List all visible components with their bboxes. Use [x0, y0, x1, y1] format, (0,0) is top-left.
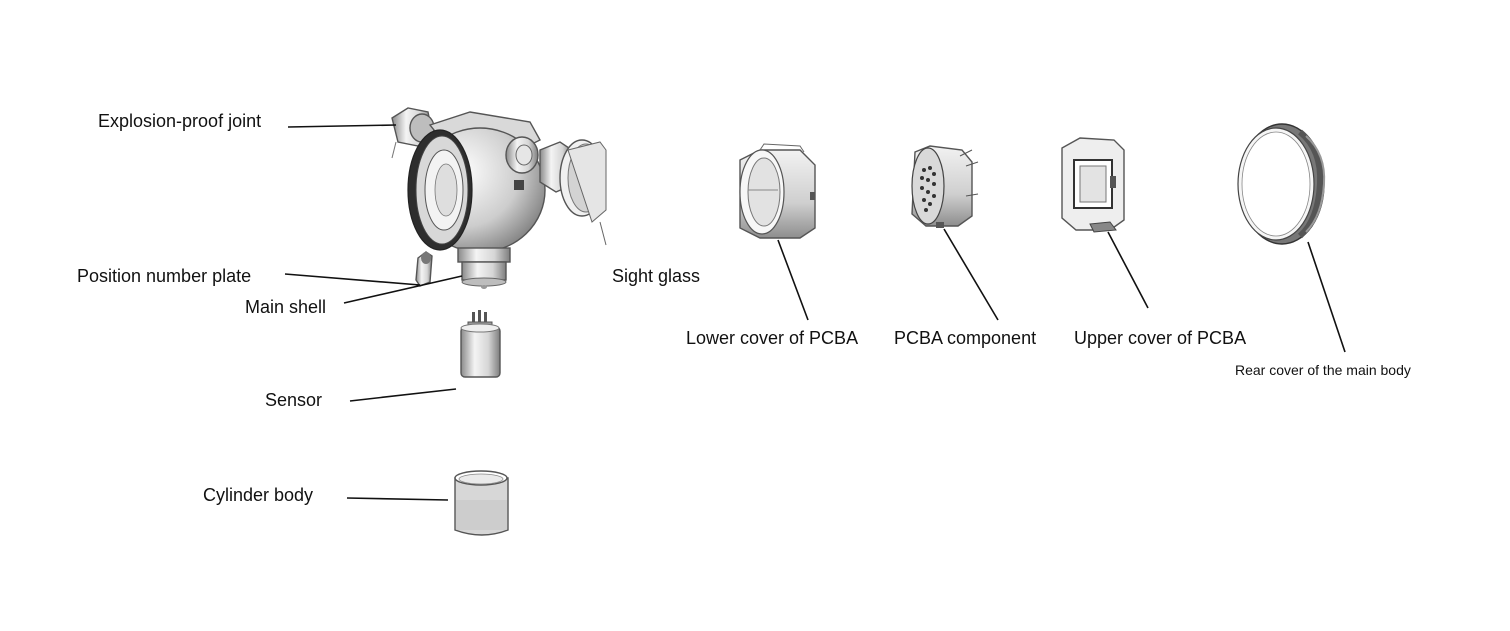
label-pcba-component: PCBA component	[894, 328, 1037, 348]
label-main-shell: Main shell	[245, 297, 327, 317]
cylinder-body-drawing	[454, 470, 509, 536]
rear-cover-main-body-drawing	[1237, 123, 1326, 245]
label-explosion-proof-joint: Explosion-proof joint	[98, 111, 262, 131]
upper-cover-pcba-drawing	[1061, 137, 1125, 233]
label-sight-glass: Sight glass	[612, 266, 701, 286]
sight-glass-drawing	[539, 139, 607, 246]
leader-main-shell	[343, 275, 463, 304]
label-position-number-plate: Position number plate	[77, 266, 252, 286]
leader-position-number-plate	[284, 273, 421, 286]
leader-sensor	[349, 388, 457, 402]
label-rear-cover-main-body: Rear cover of the main body	[1235, 362, 1411, 378]
sensor-drawing	[460, 310, 501, 378]
label-lower-cover-pcba: Lower cover of PCBA	[686, 328, 859, 348]
leader-cylinder-body	[346, 497, 449, 501]
leader-pcba-component	[943, 228, 999, 321]
label-cylinder-body: Cylinder body	[203, 485, 314, 505]
position-number-plate-drawing	[415, 251, 433, 287]
main-shell-drawing	[391, 107, 546, 289]
leader-lower-cover-pcba	[777, 239, 809, 321]
leader-upper-cover-pcba	[1107, 231, 1149, 309]
label-sensor: Sensor	[265, 390, 323, 410]
lower-cover-pcba-drawing	[739, 143, 816, 239]
pcba-component-drawing	[911, 145, 979, 228]
leader-explosion-proof-joint	[287, 124, 397, 128]
label-upper-cover-pcba: Upper cover of PCBA	[1074, 328, 1247, 348]
leader-rear-cover-main-body	[1307, 241, 1346, 353]
leader-lines	[284, 124, 1346, 501]
